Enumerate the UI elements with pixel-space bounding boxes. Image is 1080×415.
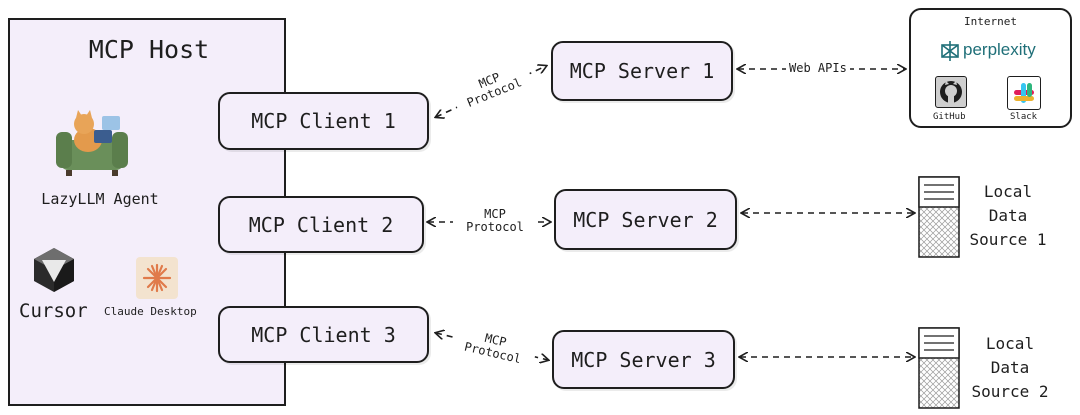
claude-icon [136, 257, 178, 299]
web-apis-label: Web APIs [786, 61, 850, 75]
mcp-client-1: MCP Client 1 [218, 92, 429, 150]
data-source-2-icon [918, 327, 960, 409]
mcp-server-1: MCP Server 1 [551, 41, 733, 101]
perplexity-label: perplexity [963, 40, 1036, 59]
internet-box: Internet perplexity GitHub Slack [909, 8, 1072, 128]
internet-title: Internet [964, 15, 1017, 28]
lazyllm-agent-icon [56, 110, 128, 176]
claude-desktop-label: Claude Desktop [104, 305, 197, 318]
github-icon [935, 76, 967, 108]
cursor-label: Cursor [19, 300, 88, 322]
mcp-client-2: MCP Client 2 [218, 196, 424, 253]
github-label: GitHub [933, 112, 966, 122]
mcp-host-title: MCP Host [88, 35, 210, 64]
mcp-server-2: MCP Server 2 [554, 189, 737, 250]
slack-icon [1007, 76, 1041, 110]
lazyllm-agent-label: LazyLLM Agent [41, 190, 159, 208]
mcp-server-3: MCP Server 3 [552, 330, 735, 389]
slack-label: Slack [1010, 112, 1038, 122]
cursor-icon [34, 248, 74, 292]
perplexity-icon [941, 41, 959, 61]
data-source-1-icon [918, 176, 960, 258]
mcp-client-3: MCP Client 3 [218, 306, 429, 363]
